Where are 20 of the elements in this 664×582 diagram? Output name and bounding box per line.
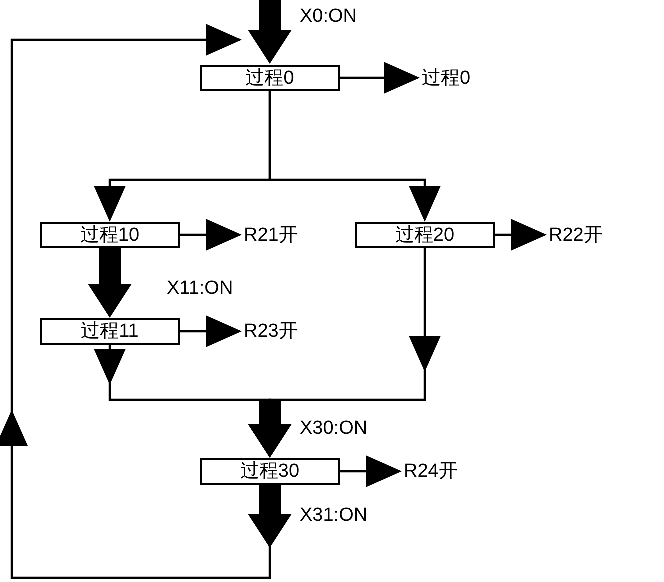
output-text: R23开	[244, 319, 298, 343]
process-box: 过程10	[40, 222, 180, 248]
arrow	[180, 316, 242, 348]
arrow	[180, 219, 242, 251]
arrow	[0, 24, 292, 580]
process-box: 过程0	[200, 65, 340, 91]
arrow	[268, 91, 441, 222]
arrow	[248, 0, 292, 64]
arrow	[340, 456, 402, 488]
arrow	[248, 248, 441, 458]
process-box: 过程20	[355, 222, 495, 248]
output-text: R24开	[404, 459, 458, 483]
arrow	[88, 248, 132, 318]
process-box: 过程11	[40, 318, 180, 345]
output-text: R21开	[244, 223, 298, 247]
output-text: 过程0	[422, 66, 471, 90]
arrow	[340, 62, 420, 94]
output-text: R22开	[549, 223, 603, 247]
process-box: 过程30	[200, 458, 340, 485]
arrow	[495, 219, 547, 251]
